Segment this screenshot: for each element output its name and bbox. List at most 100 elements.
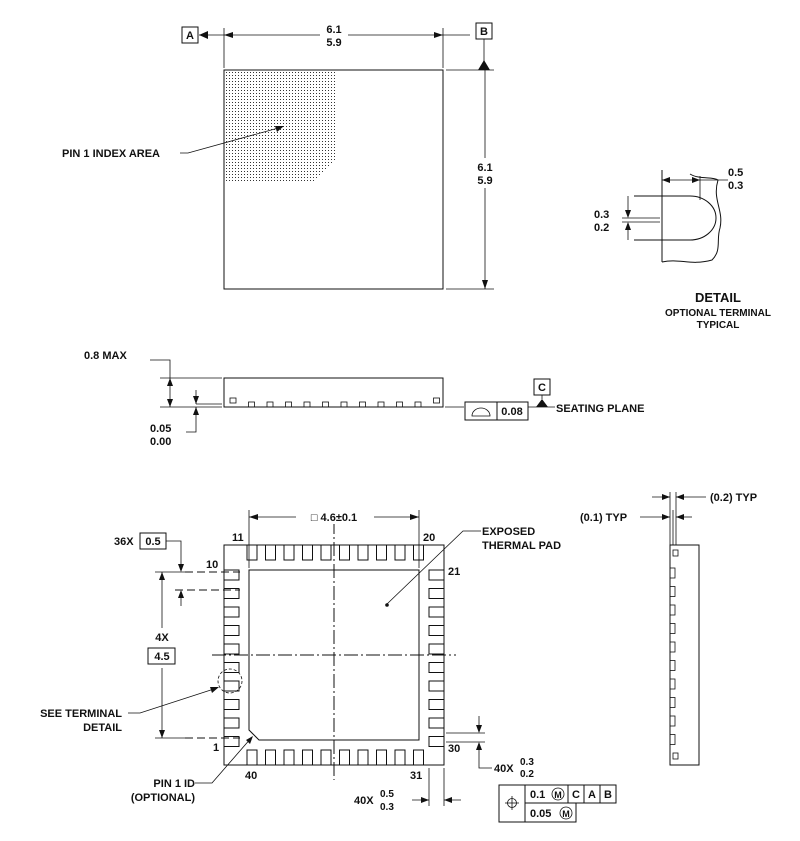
side-terminal xyxy=(669,678,676,690)
pad-top xyxy=(320,544,332,561)
fcf-tolerance-1: 0.1 xyxy=(530,789,545,801)
pad-top xyxy=(265,544,276,561)
side-terminal xyxy=(322,401,329,408)
package-body-top xyxy=(223,69,444,290)
fcf-datum-c: C xyxy=(572,789,580,801)
pin-label-1: 1 xyxy=(213,742,219,754)
height-max-label: 6.1 xyxy=(477,162,492,174)
pad-right xyxy=(428,569,445,581)
height-max-label: 0.8 MAX xyxy=(84,350,127,362)
pad-bottom xyxy=(283,749,295,766)
datum-a-box xyxy=(181,26,199,44)
side-terminal xyxy=(248,401,255,408)
length-max: 0.5 xyxy=(380,789,394,800)
pad-bottom xyxy=(320,749,332,766)
exposed-pad-label: EXPOSED xyxy=(482,526,535,538)
top-view: 6.1 5.9 A B 6.1 5.9 PIN 1 INDEX AREA xyxy=(62,22,500,290)
seating-plane-label: SEATING PLANE xyxy=(556,403,644,415)
width-max: 0.3 xyxy=(520,757,534,768)
side-terminal xyxy=(396,401,403,408)
pad-left xyxy=(223,680,240,692)
fcf-tolerance-2: 0.05 xyxy=(530,808,551,820)
package-body-side xyxy=(223,377,444,408)
standoff-min-label: 0.00 xyxy=(150,436,171,448)
pad-top xyxy=(394,544,406,561)
fcf-datum-a: A xyxy=(588,789,596,801)
pin-label-10: 10 xyxy=(206,559,218,571)
pad-top xyxy=(357,544,369,561)
detail-gap-min: 0.2 xyxy=(594,222,609,234)
feature-control-frame: 0.1 M C A B 0.05 M xyxy=(498,784,617,823)
pad-top xyxy=(376,544,387,561)
span-value: 4.5 xyxy=(154,651,169,663)
terminal-detail-label-2: DETAIL xyxy=(83,722,122,734)
fcf-datum-b: B xyxy=(604,789,612,801)
pad-bottom xyxy=(265,749,276,766)
pad-bottom xyxy=(357,749,369,766)
pad-bottom xyxy=(339,749,350,766)
pad-left xyxy=(223,662,240,673)
pad-size-label: □ 4.6±0.1 xyxy=(311,512,357,524)
pin-label-30: 30 xyxy=(448,743,460,755)
flatness-value: 0.08 xyxy=(501,406,522,418)
datum-b: B xyxy=(480,26,488,38)
pin1-id-label: PIN 1 ID xyxy=(153,778,195,790)
side-terminal xyxy=(669,586,676,597)
detail-subtitle1: OPTIONAL TERMINAL xyxy=(665,308,771,319)
bottom-view: □ 4.6±0.1 11 20 10 21 1 30 40 31 36X 0.5… xyxy=(40,510,617,823)
pin1-index-area xyxy=(226,72,335,181)
side-terminal xyxy=(285,401,292,408)
pad-right xyxy=(428,643,445,655)
side-terminal xyxy=(229,397,237,404)
exposed-thermal-pad xyxy=(248,569,420,741)
side-terminal xyxy=(303,401,311,408)
pad-right xyxy=(428,588,445,599)
detail-subtitle2: TYPICAL xyxy=(697,320,740,331)
side-terminal xyxy=(669,734,676,745)
pin1-id-label-2: (OPTIONAL) xyxy=(131,792,195,804)
side-terminal xyxy=(433,397,440,404)
length-count: 40X xyxy=(354,795,374,807)
side-terminal xyxy=(669,697,676,708)
exposed-pad-label-2: THERMAL PAD xyxy=(482,540,561,552)
side-view: 0.8 MAX 0.05 0.00 0.08 C SEATING PLANE xyxy=(84,350,644,448)
pad-right xyxy=(428,680,445,692)
pad-left xyxy=(223,717,240,729)
pad-left xyxy=(223,606,240,618)
side-terminal xyxy=(340,401,348,408)
width-min: 0.2 xyxy=(520,769,534,780)
side-terminal xyxy=(669,715,676,727)
terminal-detail-circle xyxy=(217,668,243,694)
pad-bottom xyxy=(376,749,387,766)
right-side-view: (0.2) TYP (0.1) TYP xyxy=(580,492,757,766)
pin-label-21: 21 xyxy=(448,566,460,578)
pad-right xyxy=(428,606,445,618)
typ-dimension-2: (0.2) TYP xyxy=(710,492,757,504)
pad-bottom xyxy=(302,749,313,766)
pad-bottom xyxy=(246,749,258,766)
pad-right xyxy=(428,699,445,710)
pad-top xyxy=(283,544,295,561)
pad-top xyxy=(246,544,258,561)
detail-gap-max: 0.3 xyxy=(594,209,609,221)
pad-bottom xyxy=(394,749,406,766)
detail-width-min: 0.3 xyxy=(728,180,743,192)
pad-top xyxy=(413,544,424,561)
span-count: 4X xyxy=(155,632,169,644)
pad-left xyxy=(223,625,240,636)
side-terminal xyxy=(672,549,679,557)
pin-label-40: 40 xyxy=(245,770,257,782)
mmc-modifier: M xyxy=(554,790,562,800)
width-max-label: 6.1 xyxy=(326,24,341,36)
pad-left xyxy=(223,569,240,581)
pin1-index-label: PIN 1 INDEX AREA xyxy=(62,148,160,160)
side-terminal xyxy=(669,604,676,616)
datum-c-triangle xyxy=(536,399,548,407)
pad-top xyxy=(339,544,350,561)
pad-left xyxy=(223,588,240,599)
pad-bottom xyxy=(413,749,424,766)
pad-right xyxy=(428,625,445,636)
terminal-shape xyxy=(634,195,717,241)
side-terminal xyxy=(669,660,676,671)
